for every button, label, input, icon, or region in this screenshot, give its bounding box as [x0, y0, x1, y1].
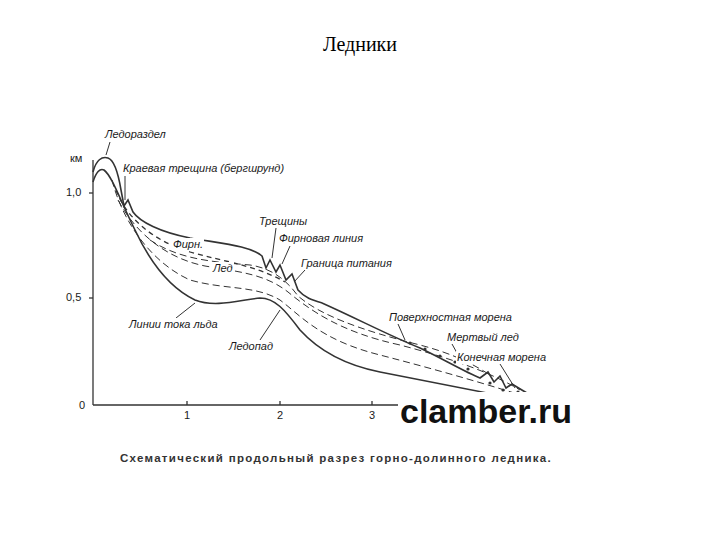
- watermark: clamber.ru: [398, 392, 574, 430]
- axis-value: 1: [184, 409, 190, 422]
- axis-value: 0,5: [66, 291, 81, 304]
- callout-label: Краевая трещина (бергшрунд): [122, 162, 285, 175]
- y-axis: [92, 160, 93, 405]
- callout-label: Мертвый лед: [446, 331, 520, 344]
- callout-label: Граница питания: [300, 257, 393, 270]
- callout-label: Конечная морена: [456, 351, 547, 364]
- figure-caption: Схематический продольный разрез горно-до…: [120, 452, 552, 464]
- glacier-surface: [93, 158, 548, 405]
- callout-label: Лед: [212, 262, 234, 275]
- callout-label: Фирн.: [172, 238, 204, 251]
- tick: [371, 401, 372, 405]
- tick: [279, 401, 280, 405]
- firn-ice-boundary: [116, 190, 285, 282]
- tick: [89, 192, 93, 193]
- leader-lines: [106, 142, 515, 388]
- flow-line: [112, 180, 530, 398]
- callout-label: Линии тока льда: [128, 318, 219, 331]
- callout-label: Поверхностная морена: [388, 311, 513, 324]
- callout-label: Ледораздел: [104, 128, 167, 141]
- axis-unit: км: [70, 152, 82, 165]
- axis-value: 2: [277, 409, 283, 422]
- axis-value: 0: [79, 399, 85, 412]
- slide-title: Ледники: [323, 33, 397, 56]
- tick: [186, 401, 187, 405]
- axis-value: 1,0: [66, 186, 81, 199]
- callout-label: Трещины: [258, 215, 308, 228]
- glacier-bed: [93, 170, 548, 406]
- callout-label: Фирновая линия: [278, 232, 364, 245]
- flow-line: [150, 240, 490, 375]
- tick: [89, 297, 93, 298]
- axis-value: 3: [369, 409, 375, 422]
- callout-label: Ледопад: [228, 340, 274, 353]
